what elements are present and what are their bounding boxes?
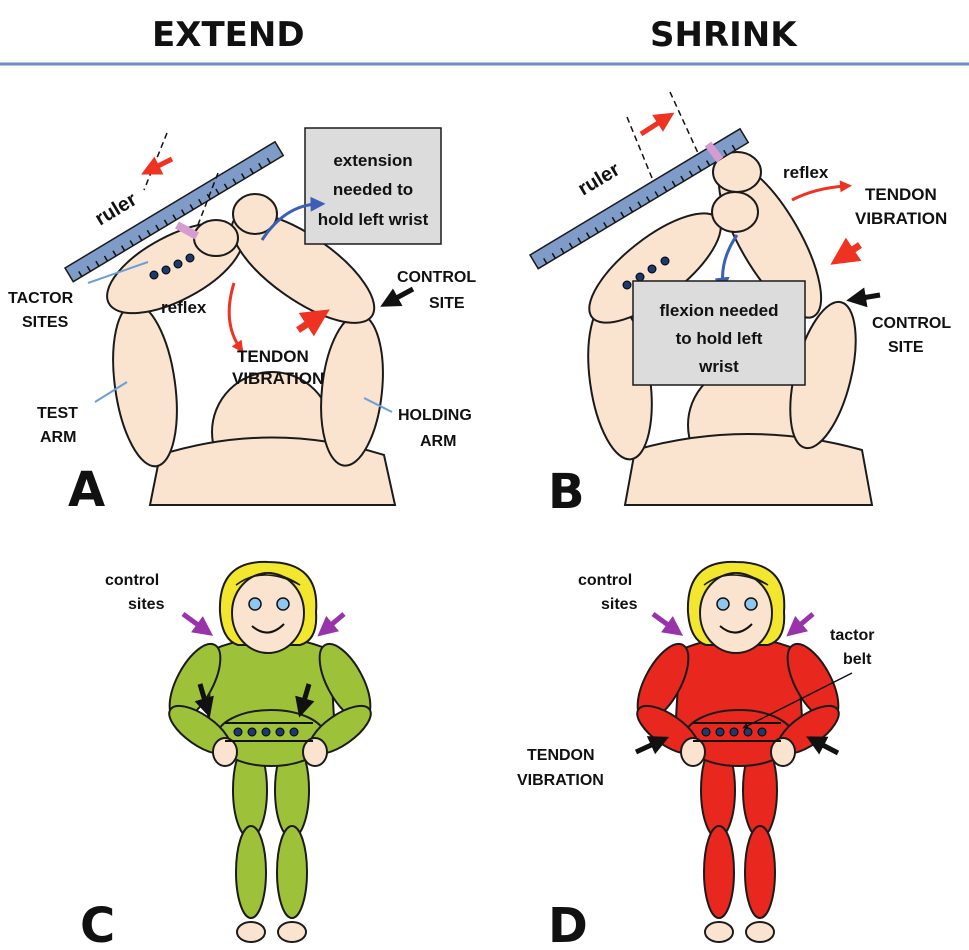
dashed-line-1 — [627, 117, 652, 178]
tendon-label-1: TENDON — [237, 347, 309, 366]
control-label-1: CONTROL — [872, 315, 951, 332]
holding-arm-upper — [314, 311, 390, 468]
foot-left — [705, 922, 733, 942]
tendon-vibration-arrow — [842, 245, 860, 257]
hand-test — [194, 220, 238, 256]
control-label-1: control — [105, 572, 159, 589]
eye-left — [249, 598, 261, 610]
control-label-2: sites — [128, 596, 165, 613]
control-arrow-left — [653, 614, 675, 630]
eye-left — [717, 598, 729, 610]
reflex-arrow — [229, 283, 240, 348]
reflex-label: reflex — [161, 298, 207, 317]
extension-box-line3: hold left wrist — [318, 210, 429, 229]
panel-c: control sites C — [80, 562, 381, 950]
control-label-1: CONTROL — [397, 269, 476, 286]
control-site-arrow — [856, 295, 880, 299]
hand-test — [712, 192, 758, 232]
holding-arm-label-2: ARM — [420, 433, 456, 450]
tendon-label-1: TENDON — [527, 747, 595, 764]
tendon-vibration-arrow — [298, 317, 318, 330]
hand-left — [213, 738, 237, 766]
hand-right — [303, 738, 327, 766]
panel-b: ruler reflex TENDON VIBRATION flexion ne… — [530, 92, 951, 520]
panel-letter-d: D — [548, 898, 588, 950]
tendon-arrow-left — [636, 741, 660, 752]
panel-letter-b: B — [548, 464, 585, 520]
extension-box-line1: extension — [333, 151, 412, 170]
tactor-label-2: SITES — [22, 314, 69, 331]
panel-a: ruler extension needed to hold left wris… — [8, 128, 476, 518]
panel-letter-c: C — [80, 898, 115, 950]
ruler-label: ruler — [574, 158, 624, 200]
eye-right — [277, 598, 289, 610]
flexion-box-line3: wrist — [698, 357, 739, 376]
control-label-2: sites — [601, 596, 638, 613]
tactor-label-2: belt — [843, 651, 872, 668]
tendon-label-1: TENDON — [865, 185, 937, 204]
reflex-arrow — [792, 186, 846, 200]
control-arrow-right — [794, 614, 813, 630]
extension-box-line2: needed to — [333, 180, 413, 199]
hand-left — [681, 738, 705, 766]
tendon-arrow-right — [815, 741, 838, 753]
red-legs — [701, 742, 777, 918]
hand-right — [771, 738, 795, 766]
foot-right — [278, 922, 306, 942]
test-arm-label-2: ARM — [40, 429, 76, 446]
panel-letter-a: A — [68, 462, 105, 518]
shoulders — [625, 434, 872, 505]
control-arrow-right — [325, 614, 344, 630]
control-site-arrow — [389, 289, 413, 302]
reflex-label: reflex — [783, 163, 829, 182]
control-label-2: SITE — [429, 295, 465, 312]
holding-arm-label-1: HOLDING — [398, 407, 472, 424]
ruler-label: ruler — [91, 188, 141, 230]
test-arm-label-1: TEST — [37, 405, 78, 422]
control-arrow-left — [183, 614, 205, 630]
test-arm-upper — [104, 300, 186, 471]
flexion-arrow — [723, 235, 737, 285]
foot-left — [237, 922, 265, 942]
face — [232, 573, 304, 653]
tactor-label-1: tactor — [830, 627, 874, 644]
eye-right — [745, 598, 757, 610]
header-extend: EXTEND — [152, 15, 305, 55]
tendon-label-2: VIBRATION — [517, 772, 604, 789]
flexion-box-line1: flexion needed — [659, 301, 778, 320]
tendon-label-2: VIBRATION — [232, 369, 324, 388]
header-shrink: SHRINK — [650, 15, 798, 55]
green-legs — [233, 742, 309, 918]
foot-right — [746, 922, 774, 942]
panel-d: control sites tactor belt TENDON VIBRATI… — [517, 562, 874, 950]
control-label-1: control — [578, 572, 632, 589]
control-label-2: SITE — [888, 339, 924, 356]
tactor-label-1: TACTOR — [8, 290, 74, 307]
face — [700, 573, 772, 653]
tendon-label-2: VIBRATION — [855, 209, 947, 228]
ruler-shift-arrow — [641, 118, 666, 134]
ruler-shift-arrow — [150, 159, 172, 170]
dashed-line-2 — [670, 92, 698, 153]
flexion-box-line2: to hold left — [676, 329, 763, 348]
